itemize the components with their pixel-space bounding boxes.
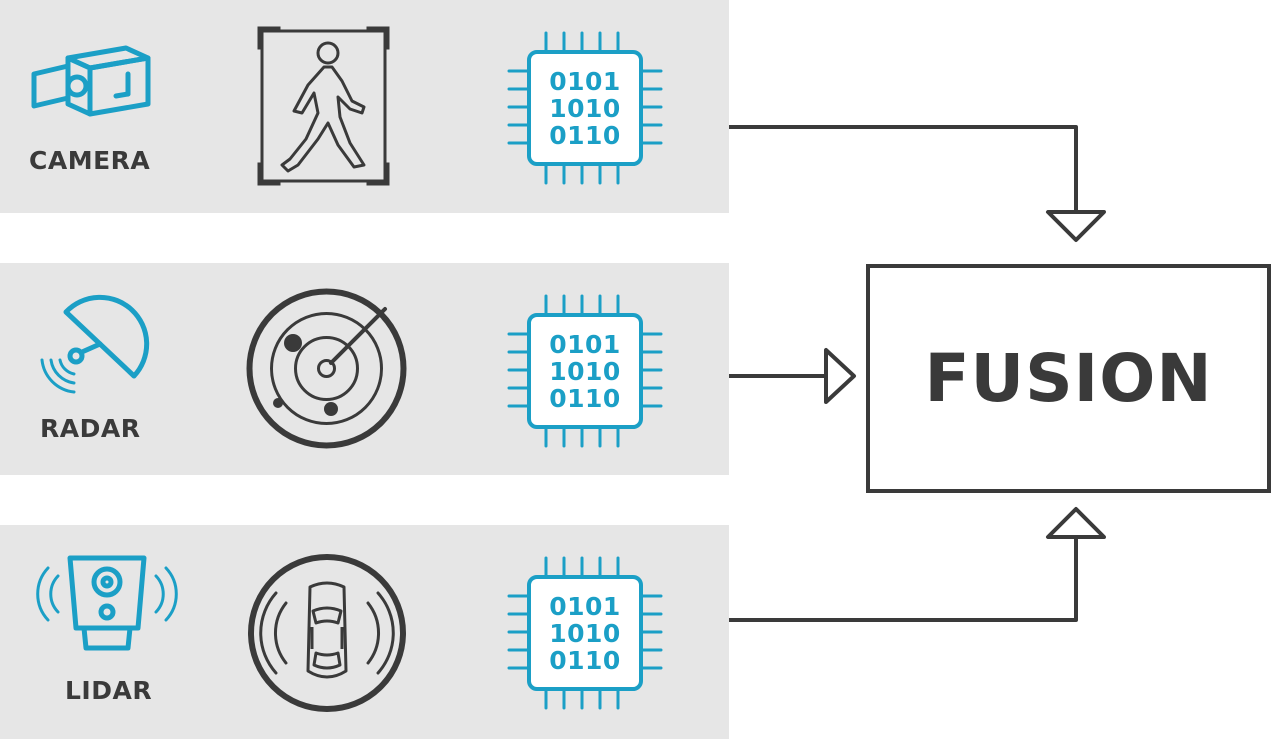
binary-line: 1010 — [549, 619, 621, 648]
lidar-connector — [729, 537, 1078, 622]
binary-line: 1010 — [549, 94, 621, 123]
fusion-box: FUSION — [866, 264, 1271, 493]
binary-readout: 0101 1010 0110 — [543, 593, 627, 674]
binary-line: 0110 — [549, 121, 621, 150]
camera-connector — [729, 125, 1078, 212]
binary-line: 1010 — [549, 357, 621, 386]
binary-line: 0110 — [549, 646, 621, 675]
binary-line: 0101 — [549, 67, 621, 96]
radar-arrowhead — [824, 348, 856, 404]
camera-icon — [30, 44, 154, 120]
lidar-label: LIDAR — [65, 676, 153, 705]
lidar-arrowhead — [1046, 507, 1106, 539]
processor-chip-icon — [507, 294, 663, 448]
binary-readout: 0101 1010 0110 — [543, 68, 627, 149]
camera-arrowhead — [1046, 210, 1106, 242]
radar-label: RADAR — [40, 414, 141, 443]
car-surround-icon — [246, 553, 408, 713]
radar-dish-icon — [38, 290, 150, 402]
radar-scope-icon — [245, 287, 408, 450]
pedestrian-icon — [257, 26, 390, 186]
camera-label: CAMERA — [29, 146, 151, 175]
binary-line: 0110 — [549, 384, 621, 413]
fusion-label: FUSION — [924, 340, 1213, 417]
binary-readout: 0101 1010 0110 — [543, 331, 627, 412]
binary-line: 0101 — [549, 592, 621, 621]
processor-chip-icon — [507, 31, 663, 185]
binary-line: 0101 — [549, 330, 621, 359]
processor-chip-icon — [507, 556, 663, 710]
lidar-sensor-icon — [36, 554, 180, 654]
